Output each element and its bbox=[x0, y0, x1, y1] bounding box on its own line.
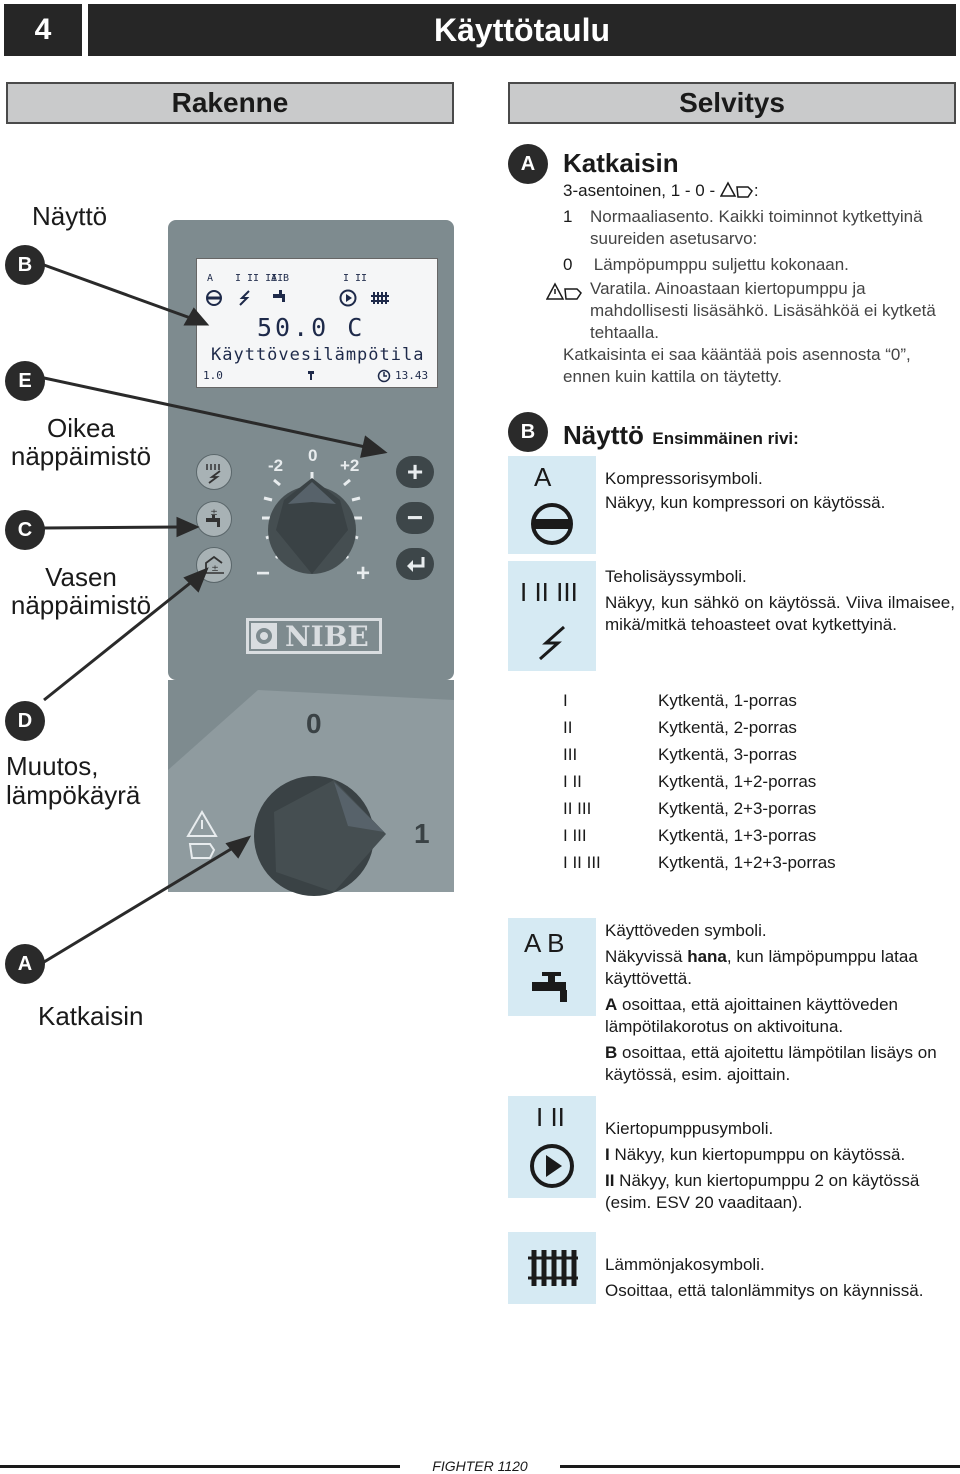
enter-icon bbox=[407, 557, 425, 572]
kv-line4: B osoittaa, että ajoitettu lämpötilan li… bbox=[605, 1043, 937, 1084]
compressor-icon bbox=[531, 503, 573, 545]
heating-button[interactable] bbox=[196, 454, 232, 490]
lcd-value: 50.0 C bbox=[257, 313, 366, 342]
lcd-row1-a: A bbox=[207, 273, 214, 284]
marker-d: D bbox=[5, 701, 45, 741]
katkaisin-item-0: 0 Lämpöpumppu suljettu kokonaan. bbox=[563, 255, 849, 274]
lightning-icon bbox=[539, 625, 565, 661]
dial-label-minus: − bbox=[256, 560, 271, 587]
lj-line2: Osoittaa, että talonlämmitys on käynniss… bbox=[605, 1281, 924, 1300]
compressor-icon bbox=[206, 290, 222, 306]
warning-hand-icon bbox=[186, 810, 218, 859]
lammonjako-symbol-box bbox=[508, 1232, 596, 1304]
lightning-icon bbox=[239, 290, 250, 306]
teho-line2: Näkyy, kun sähkö on käytössä. Viiva ilma… bbox=[605, 593, 955, 634]
svg-text:±: ± bbox=[210, 508, 218, 518]
enter-button[interactable] bbox=[396, 548, 434, 580]
switch-label-one: 1 bbox=[414, 818, 430, 849]
pointer-lines bbox=[43, 263, 388, 964]
hot-water-button[interactable]: ± bbox=[196, 501, 232, 537]
kp-line3: II Näkyy, kun kiertopumppu 2 on käytössä… bbox=[605, 1171, 920, 1212]
label-oikea-nappaimisto: Oikea näppäimistö bbox=[10, 413, 152, 471]
komp-line2: Näkyy, kun kompressori on käytössä. bbox=[605, 493, 886, 512]
lcd-text: Käyttövesilämpötila bbox=[211, 345, 425, 365]
label-katkaisin: Katkaisin bbox=[38, 1001, 144, 1031]
radiator-lightning-icon bbox=[206, 464, 221, 484]
play-icon bbox=[339, 289, 357, 307]
kv-line2: Näkyvissä hana, kun lämpöpumppu lataa kä… bbox=[605, 947, 918, 988]
tap-icon bbox=[273, 290, 285, 302]
dial-label-minus2: -2 bbox=[268, 456, 284, 475]
minus-button[interactable]: − bbox=[396, 502, 434, 534]
marker-right-a: A bbox=[508, 144, 548, 184]
marker-e: E bbox=[5, 361, 45, 401]
lcd-row1-stages: I II III bbox=[235, 273, 284, 284]
footer-rule-left bbox=[0, 1465, 400, 1468]
tap-plus-minus-icon: ± bbox=[206, 508, 220, 527]
kv-line3: A osoittaa, että ajoittainen käyttöveden… bbox=[605, 995, 898, 1036]
teho-symbol-box: I II III bbox=[508, 561, 596, 671]
section-rakenne: Rakenne bbox=[6, 82, 454, 124]
chapter-number: 4 bbox=[4, 4, 82, 56]
nibe-logo: NIBE bbox=[246, 618, 382, 654]
kp-line2: I Näkyy, kun kiertopumppu on käytössä. bbox=[605, 1145, 906, 1164]
warning-hand-icon bbox=[546, 282, 582, 300]
katkaisin-item-varatila: Varatila. Ainoastaan kiertopumppu ja mah… bbox=[590, 279, 936, 342]
play-icon bbox=[530, 1144, 574, 1188]
lcd-row1-pump: I II bbox=[343, 273, 368, 284]
katkaisin-subtitle: 3-asentoinen, 1 - 0 - : bbox=[563, 181, 759, 200]
plus-button[interactable]: + bbox=[396, 456, 434, 488]
warning-hand-icon bbox=[719, 181, 753, 198]
marker-a: A bbox=[5, 944, 45, 984]
dial-label-plus2: +2 bbox=[340, 456, 360, 475]
footer-rule-right bbox=[560, 1465, 960, 1468]
dial-label-plus: + bbox=[356, 560, 371, 587]
label-vasen-nappaimisto: Vasen näppäimistö bbox=[10, 562, 152, 620]
radiator-icon bbox=[528, 1250, 578, 1286]
katkaisin-note: Katkaisinta ei saa kääntää pois asennost… bbox=[563, 345, 911, 386]
marker-right-b: B bbox=[508, 412, 548, 452]
lcd-bottom-left: 1.0 bbox=[203, 369, 223, 382]
label-naytto: Näyttö bbox=[32, 201, 108, 231]
kayttovesi-symbol-box: A B bbox=[508, 918, 596, 1016]
dial-label-zero: 0 bbox=[308, 446, 318, 465]
page-title: Käyttötaulu bbox=[88, 4, 956, 56]
footer-model: FIGHTER 1120 bbox=[432, 1458, 528, 1474]
marker-b: B bbox=[5, 245, 45, 285]
clock-icon bbox=[377, 369, 391, 383]
lcd-row1-ab: A B bbox=[271, 273, 290, 284]
lcd-display: A I II III A B I II 50.0 C Käyttövesiläm… bbox=[196, 258, 438, 388]
section-selvitys: Selvitys bbox=[508, 82, 956, 124]
komp-line1: Kompressorisymboli. bbox=[605, 469, 763, 488]
label-muutos: Muutos, lämpökäyrä bbox=[6, 751, 141, 810]
lj-line1: Lämmönjakosymboli. bbox=[605, 1255, 765, 1274]
compressor-symbol-box: A bbox=[508, 456, 596, 554]
marker-c: C bbox=[5, 510, 45, 550]
lcd-bottom-right: 13.43 bbox=[395, 369, 429, 382]
tap-icon bbox=[532, 972, 567, 1002]
adjustment-dial[interactable] bbox=[248, 442, 376, 592]
house-curve-icon: ± bbox=[204, 555, 224, 574]
tap-small-icon bbox=[308, 371, 314, 380]
main-switch[interactable] bbox=[236, 742, 426, 902]
switch-label-zero: 0 bbox=[306, 708, 322, 739]
nibe-logo-mark-icon bbox=[251, 623, 277, 649]
katkaisin-item-1: 1 Normaaliasento. Kaikki toiminnot kytke… bbox=[563, 207, 923, 248]
teho-line1: Teholisäyssymboli. bbox=[605, 567, 747, 586]
heading-naytto: Näyttö Ensimmäinen rivi: bbox=[563, 420, 799, 450]
heading-katkaisin: Katkaisin bbox=[563, 148, 679, 178]
kv-line1: Käyttöveden symboli. bbox=[605, 921, 767, 940]
radiator-icon bbox=[371, 292, 389, 304]
kiertopumppu-symbol-box: I II bbox=[508, 1096, 596, 1198]
svg-text:±: ± bbox=[211, 564, 219, 574]
nibe-logo-text: NIBE bbox=[285, 619, 369, 653]
kp-line1: Kiertopumppusymboli. bbox=[605, 1119, 774, 1138]
